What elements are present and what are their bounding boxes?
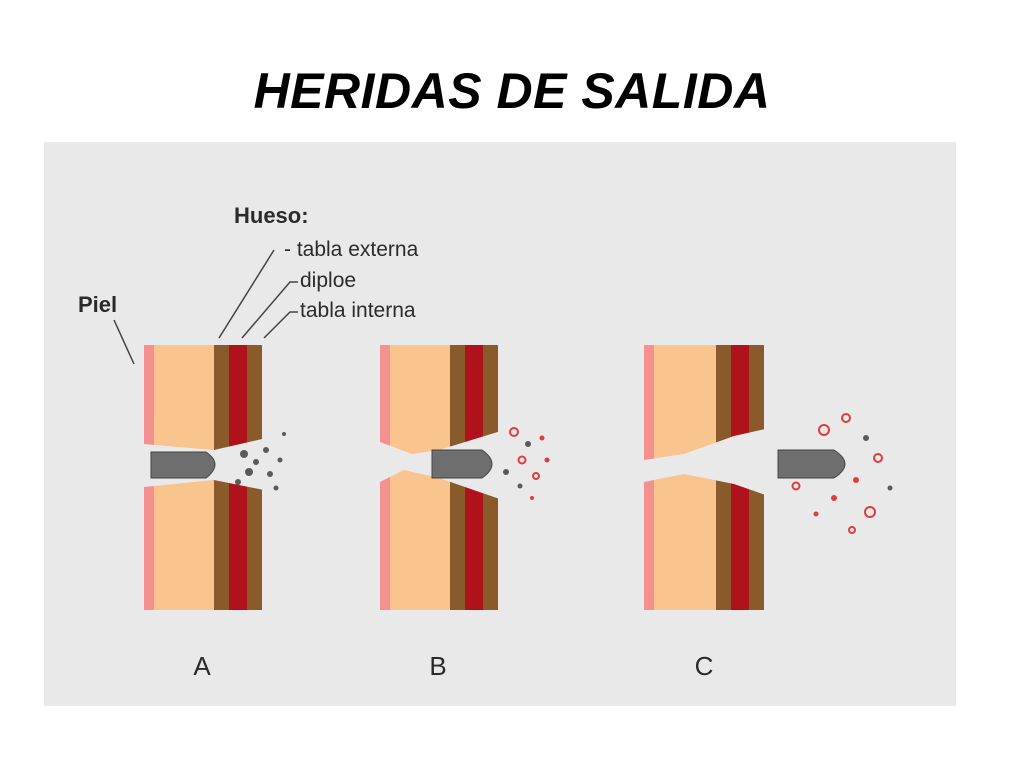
panel-a: A	[144, 345, 286, 681]
legend-tabla-externa: - tabla externa	[284, 238, 419, 261]
bullet	[777, 449, 846, 479]
legend-tabla-interna: tabla interna	[300, 299, 416, 322]
wound-channel	[644, 427, 774, 498]
bone-fragments	[503, 427, 550, 500]
panel-letter: A	[193, 651, 211, 681]
bone-fragments	[791, 413, 893, 534]
panel-c: C	[644, 345, 893, 681]
bullet	[431, 449, 493, 479]
bullet	[150, 451, 216, 479]
panel-letter: C	[695, 651, 714, 681]
exit-wound-diagram: Hueso: - tabla externa diploe tabla inte…	[44, 142, 956, 706]
panel-b: B	[380, 345, 550, 681]
diagram-svg: Hueso: - tabla externa diploe tabla inte…	[78, 203, 893, 681]
legend-hueso-heading: Hueso:	[234, 203, 309, 228]
legend-piel: Piel	[78, 292, 117, 317]
legend-diploe: diploe	[300, 269, 356, 292]
leader-lines	[113, 249, 298, 365]
bone-fragments	[235, 432, 286, 491]
panel-letter: B	[429, 651, 446, 681]
slide-title: HERIDAS DE SALIDA	[253, 63, 771, 119]
